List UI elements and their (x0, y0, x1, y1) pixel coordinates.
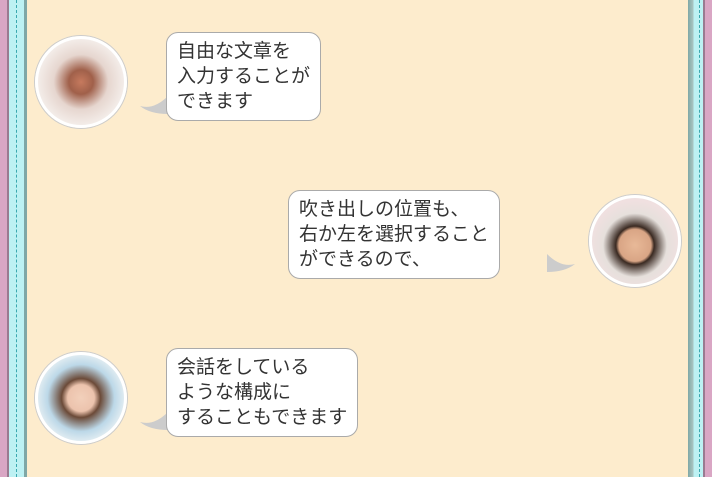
right-decorative-border (688, 0, 712, 477)
avatar-woman (35, 352, 127, 444)
left-decorative-border (0, 0, 27, 477)
avatar-bird (35, 36, 127, 128)
avatar-man (589, 195, 681, 287)
speech-bubble-tail (140, 412, 168, 430)
speech-bubble-tail (547, 254, 575, 272)
speech-bubble: 自由な文章を 入力することが できます (166, 32, 322, 121)
speech-bubble: 会話をしている ような構成に することもできます (166, 348, 359, 437)
speech-bubble-tail (140, 96, 168, 114)
speech-bubble: 吹き出しの位置も、 右か左を選択すること ができるので、 (288, 190, 501, 279)
